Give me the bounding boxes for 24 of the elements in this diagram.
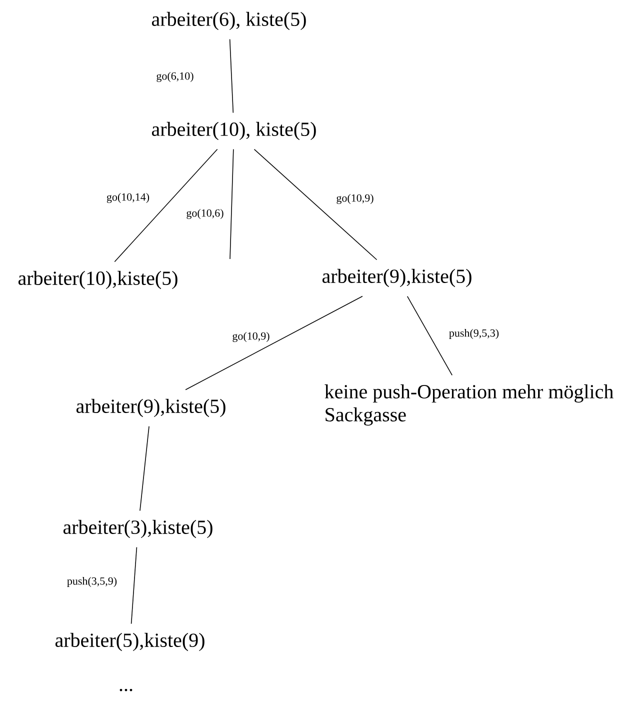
tree-line bbox=[254, 148, 378, 260]
edge-label: go(10,9) bbox=[335, 193, 375, 205]
continuation-dots: ... bbox=[120, 688, 132, 692]
tree-line bbox=[229, 38, 234, 114]
state-text: arbeiter(10),kiste(5) bbox=[18, 270, 178, 290]
edge-label: push(9,5,3) bbox=[448, 328, 500, 340]
tree-line bbox=[130, 546, 138, 624]
tree-line bbox=[114, 148, 218, 262]
state-text: arbeiter(9),kiste(5) bbox=[76, 398, 226, 418]
edge-label: go(10,9) bbox=[231, 331, 271, 343]
tree-line bbox=[140, 426, 150, 512]
state-text: keine push-Operation mehr möglich Sackgasse bbox=[324, 384, 614, 426]
state-text: arbeiter(9),kiste(5) bbox=[322, 268, 472, 288]
tree-line bbox=[185, 296, 363, 390]
edge-label: go(6,10) bbox=[155, 71, 195, 83]
state-text: arbeiter(3),kiste(5) bbox=[63, 520, 212, 538]
tree-line bbox=[230, 148, 234, 260]
state-text: arbeiter(10), kiste(5) bbox=[152, 122, 316, 140]
edge-label: go(10,14) bbox=[105, 192, 151, 204]
state-text: arbeiter(6), kiste(5) bbox=[152, 12, 306, 30]
edge-label: go(10,6) bbox=[185, 208, 225, 220]
tree-line bbox=[406, 296, 453, 376]
edge-label: push(3,5,9) bbox=[66, 576, 118, 588]
state-text: arbeiter(5),kiste(9) bbox=[55, 632, 204, 652]
